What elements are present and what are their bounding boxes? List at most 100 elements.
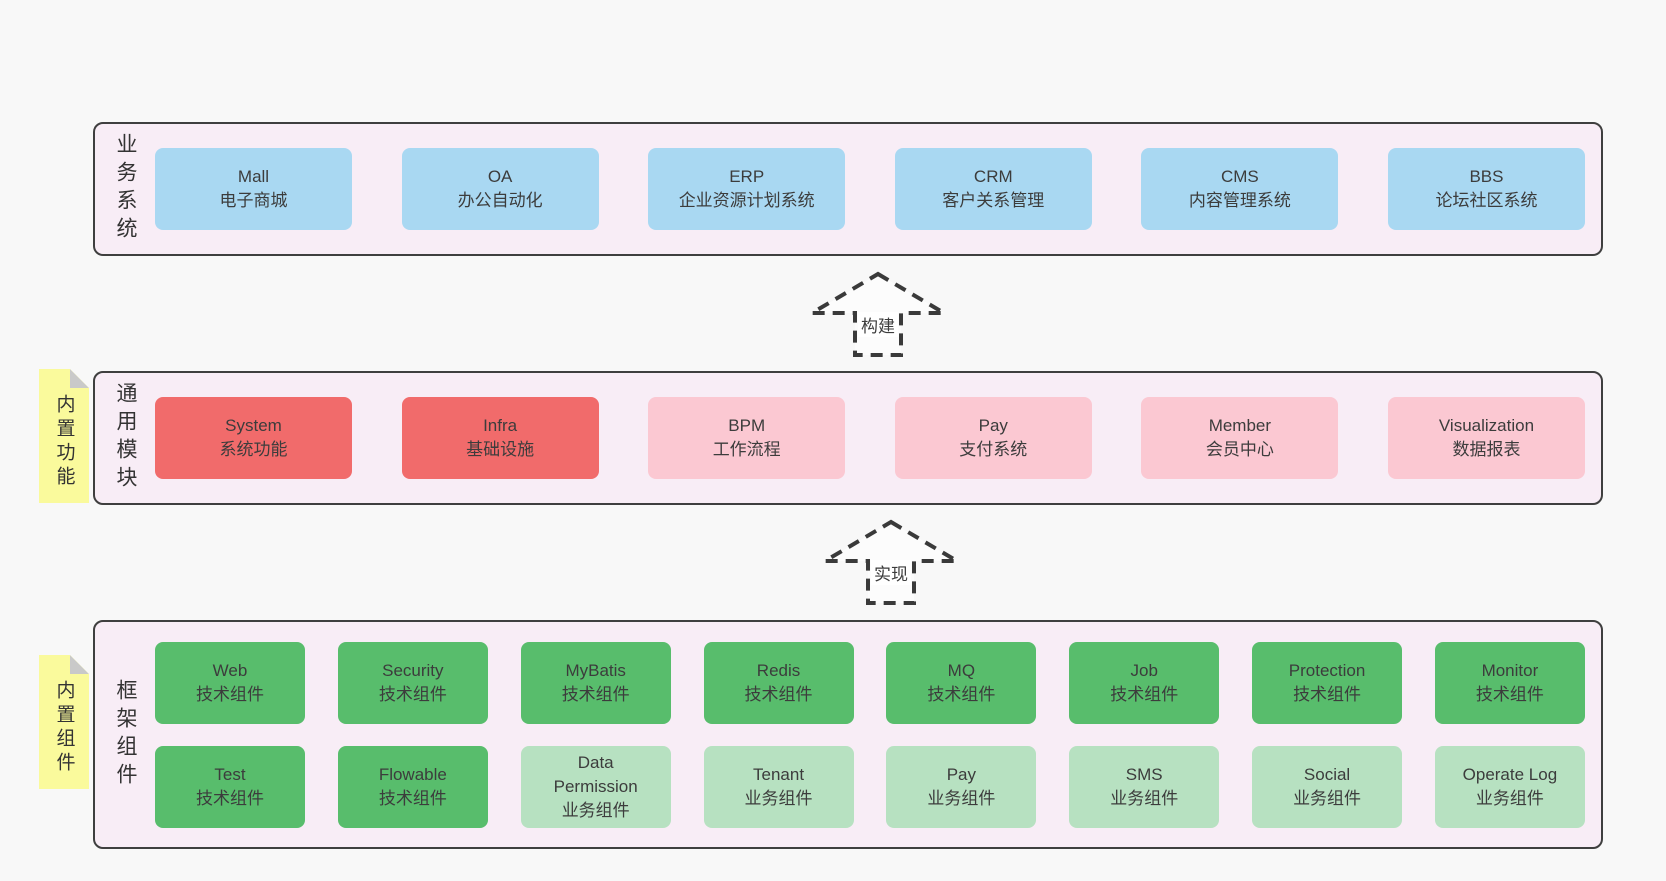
node-redis: Redis 技术组件 xyxy=(703,641,854,724)
node-flowable: Flowable 技术组件 xyxy=(337,745,488,828)
node-test: Test 技术组件 xyxy=(155,745,305,828)
node-mybatis: MyBatis 技术组件 xyxy=(520,641,671,724)
arrow-label: 实现 xyxy=(871,560,911,585)
node-bpm: BPM 工作流程 xyxy=(648,397,846,479)
layer-label-text: 框架组件 xyxy=(114,678,137,791)
node-subtitle: 办公自动化 xyxy=(457,191,543,210)
node-title: MyBatis xyxy=(565,660,626,680)
node-subtitle: 技术组件 xyxy=(744,684,813,704)
node-title: Pay xyxy=(978,416,1008,435)
node-subtitle: 数据报表 xyxy=(1452,440,1521,459)
node-title: Tenant xyxy=(753,764,805,784)
node-title: Operate Log xyxy=(1462,764,1558,784)
sticky-note-built-in-functions: 内置功能 xyxy=(39,369,89,503)
node-title: Mall xyxy=(237,167,270,186)
node-title: Infra xyxy=(483,416,518,435)
node-subtitle: 业务组件 xyxy=(744,788,813,808)
node-job: Job 技术组件 xyxy=(1069,641,1220,724)
node-operate-log: Operate Log 业务组件 xyxy=(1434,745,1585,828)
node-pay-component: Pay 业务组件 xyxy=(886,745,1037,828)
sticky-note-text: 内置组件 xyxy=(53,680,75,776)
node-visualization: Visualization 数据报表 xyxy=(1387,397,1585,479)
node-subtitle: 论坛社区系统 xyxy=(1435,191,1538,210)
node-subtitle: 技术组件 xyxy=(1293,684,1362,704)
arrow-label: 构建 xyxy=(858,312,898,337)
sticky-note-text: 内置功能 xyxy=(53,394,75,490)
layer-common-modules: 通用模块 System 系统功能 Infra 基础设施 BPM 工作流程 Pay… xyxy=(93,371,1603,505)
node-title: CRM xyxy=(973,167,1013,186)
node-subtitle: 会员中心 xyxy=(1205,440,1274,459)
node-subtitle: 技术组件 xyxy=(378,684,447,704)
node-monitor: Monitor 技术组件 xyxy=(1434,641,1585,724)
layer-framework-components: 框架组件 Web 技术组件 Security 技术组件 MyBatis 技术组件… xyxy=(93,620,1603,849)
node-mq: MQ 技术组件 xyxy=(886,641,1037,724)
node-subtitle: 技术组件 xyxy=(378,788,447,808)
arrow-build: 构建 xyxy=(808,271,948,359)
node-subtitle: 电子商城 xyxy=(219,191,288,210)
node-protection: Protection 技术组件 xyxy=(1252,641,1403,724)
sticky-note-built-in-components: 内置组件 xyxy=(39,655,89,789)
node-oa: OA 办公自动化 xyxy=(401,148,599,230)
node-title: Flowable xyxy=(378,764,447,784)
layer-node-row: Mall 电子商城 OA 办公自动化 ERP 企业资源计划系统 CRM 客户关系… xyxy=(155,124,1585,254)
layer-vertical-label: 框架组件 xyxy=(95,622,155,847)
node-title: Protection xyxy=(1288,660,1366,680)
node-title: Job xyxy=(1130,660,1158,680)
node-title: Pay xyxy=(946,764,977,784)
node-subtitle: 技术组件 xyxy=(1475,684,1544,704)
layer-node-grid: Web 技术组件 Security 技术组件 MyBatis 技术组件 Redi… xyxy=(155,622,1585,847)
component-row-1: Web 技术组件 Security 技术组件 MyBatis 技术组件 Redi… xyxy=(155,641,1585,724)
node-title: Monitor xyxy=(1481,660,1539,680)
layer-vertical-label: 通用模块 xyxy=(95,373,155,503)
node-title: Redis xyxy=(756,660,801,680)
node-sms: SMS 业务组件 xyxy=(1069,745,1220,828)
node-title: Data Permission xyxy=(553,752,638,796)
node-subtitle: 业务组件 xyxy=(1293,788,1362,808)
node-pay-system: Pay 支付系统 xyxy=(894,397,1092,479)
node-title: SMS xyxy=(1125,764,1163,784)
node-tenant: Tenant 业务组件 xyxy=(703,745,854,828)
node-member: Member 会员中心 xyxy=(1141,397,1339,479)
node-subtitle: 系统功能 xyxy=(219,440,288,459)
node-subtitle: 基础设施 xyxy=(466,440,535,459)
node-title: BPM xyxy=(728,416,766,435)
component-row-2: Test 技术组件 Flowable 技术组件 Data Permission … xyxy=(155,745,1585,828)
node-subtitle: 客户关系管理 xyxy=(942,191,1045,210)
node-subtitle: 业务组件 xyxy=(927,788,996,808)
node-subtitle: 内容管理系统 xyxy=(1188,191,1291,210)
node-security: Security 技术组件 xyxy=(337,641,488,724)
node-subtitle: 业务组件 xyxy=(1475,788,1544,808)
node-infra: Infra 基础设施 xyxy=(401,397,599,479)
node-title: Member xyxy=(1208,416,1272,435)
node-subtitle: 业务组件 xyxy=(561,800,630,820)
layer-label-text: 通用模块 xyxy=(114,382,137,494)
node-erp: ERP 企业资源计划系统 xyxy=(648,148,846,230)
arrow-implement: 实现 xyxy=(821,519,961,607)
node-system: System 系统功能 xyxy=(155,397,352,479)
node-subtitle: 企业资源计划系统 xyxy=(678,191,815,210)
node-mall: Mall 电子商城 xyxy=(155,148,352,230)
node-subtitle: 技术组件 xyxy=(1110,684,1179,704)
node-title: ERP xyxy=(729,167,765,186)
node-cms: CMS 内容管理系统 xyxy=(1141,148,1339,230)
layer-vertical-label: 业务系统 xyxy=(95,124,155,254)
node-title: CMS xyxy=(1220,167,1259,186)
node-subtitle: 技术组件 xyxy=(561,684,630,704)
node-web: Web 技术组件 xyxy=(155,641,305,724)
node-subtitle: 工作流程 xyxy=(712,440,781,459)
node-title: BBS xyxy=(1469,167,1504,186)
node-data-permission: Data Permission 业务组件 xyxy=(520,745,671,828)
node-title: Visualization xyxy=(1438,416,1535,435)
node-subtitle: 业务组件 xyxy=(1110,788,1179,808)
layer-business-systems: 业务系统 Mall 电子商城 OA 办公自动化 ERP 企业资源计划系统 CRM… xyxy=(93,122,1603,256)
node-title: Social xyxy=(1303,764,1351,784)
node-crm: CRM 客户关系管理 xyxy=(894,148,1092,230)
node-title: OA xyxy=(487,167,513,186)
node-title: System xyxy=(225,416,282,435)
node-title: Security xyxy=(382,660,444,680)
node-subtitle: 技术组件 xyxy=(196,684,264,704)
node-subtitle: 技术组件 xyxy=(196,788,264,808)
node-title: MQ xyxy=(947,660,976,680)
node-subtitle: 支付系统 xyxy=(959,440,1028,459)
